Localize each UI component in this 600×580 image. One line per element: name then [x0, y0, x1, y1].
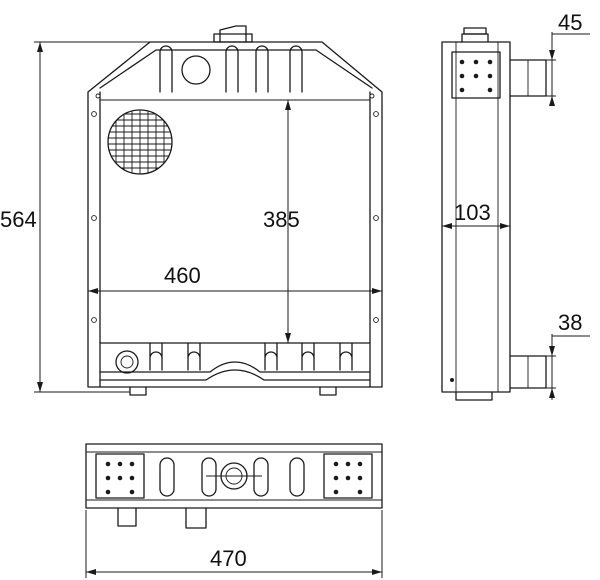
label-core-width: 460	[164, 263, 201, 288]
dim-lower-pipe	[546, 334, 590, 400]
label-height-overall: 564	[0, 207, 37, 232]
label-lower-pipe: 38	[558, 310, 582, 335]
side-view	[441, 27, 547, 401]
bottom-view	[85, 443, 383, 529]
front-view	[87, 25, 383, 396]
label-bottom-width: 470	[210, 546, 247, 571]
dim-core-height	[285, 100, 291, 343]
dim-upper-pipe	[546, 32, 590, 106]
label-upper-pipe: 45	[558, 10, 582, 35]
label-depth: 103	[454, 200, 491, 225]
dim-height-overall	[34, 41, 150, 393]
label-core-height: 385	[263, 207, 300, 232]
dim-depth	[442, 223, 510, 229]
dim-core-width	[88, 288, 382, 294]
dim-bottom-width	[85, 510, 383, 578]
